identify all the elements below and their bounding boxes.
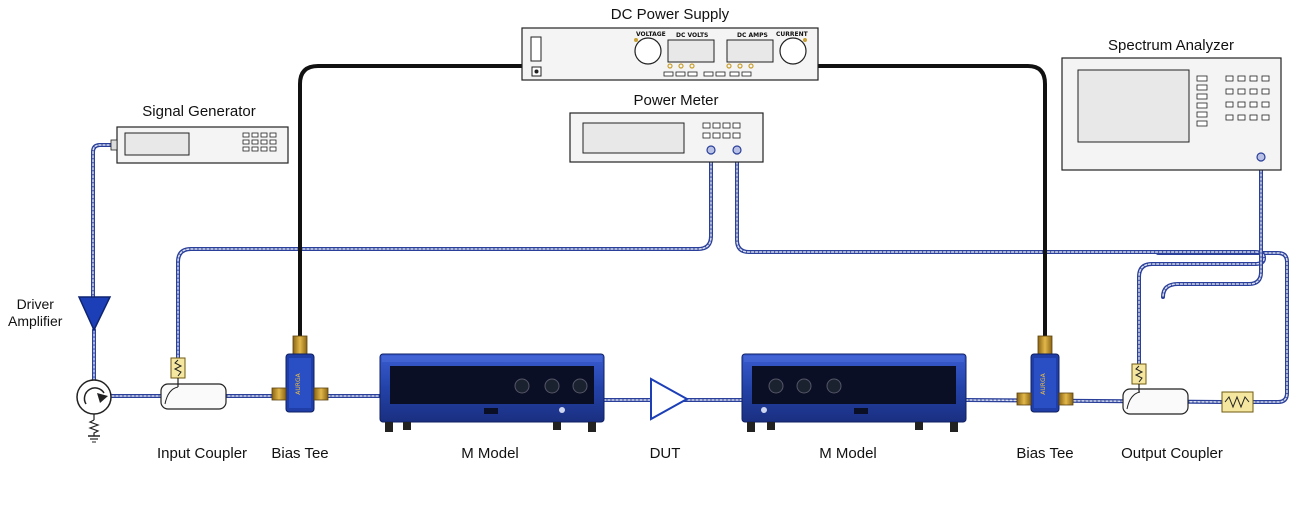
- power-meter-port-a: [706, 145, 716, 155]
- cable-siggen-to-amp: [91, 143, 119, 300]
- label-driver-amplifier: Driver Amplifier: [8, 296, 63, 329]
- power-meter-display: [582, 122, 685, 154]
- bias-tee-left-brand: AURGA: [295, 372, 302, 394]
- dut-amplifier-symbol: [650, 377, 690, 421]
- rf-cables: [91, 143, 1289, 404]
- output-load-resistor: [1221, 391, 1254, 413]
- cable-spectrum-analyzer: [1161, 156, 1263, 299]
- label-bias-tee-left: Bias Tee: [271, 445, 329, 462]
- dc-cable-left: [298, 64, 524, 342]
- bias-tee-right-brand: AURGA: [1040, 372, 1047, 394]
- label-power-meter: Power Meter: [633, 92, 719, 109]
- label-spectrum-analyzer: Spectrum Analyzer: [1108, 37, 1234, 54]
- m-model-right-window: [752, 366, 956, 404]
- psu-voltage-knob: [634, 37, 662, 65]
- dc-cables: [298, 64, 1047, 342]
- label-m-model-right: M Model: [819, 445, 877, 462]
- circulator: [76, 379, 112, 443]
- power-meter-port-b: [732, 145, 742, 155]
- power-meter: [569, 112, 764, 163]
- psu-voltage-label: VOLTAGE: [636, 31, 666, 38]
- siggen-display: [124, 132, 190, 156]
- label-signal-generator: Signal Generator: [142, 103, 256, 120]
- psu-power-switch: [530, 36, 542, 62]
- spectrum-analyzer-softkeys: [1196, 75, 1208, 127]
- bias-tee-left: AURGA: [271, 335, 329, 413]
- cable-term-to-loop: [1156, 251, 1289, 404]
- spectrum-analyzer-port: [1256, 152, 1266, 162]
- spectrum-analyzer-keypad: [1225, 75, 1270, 121]
- spectrum-analyzer: [1061, 57, 1282, 171]
- label-bias-tee-right: Bias Tee: [1016, 445, 1074, 462]
- driver-amplifier-symbol: [77, 296, 112, 332]
- psu-volts-display: [667, 39, 715, 63]
- m-model-left-window: [390, 366, 594, 404]
- label-output-coupler: Output Coupler: [1121, 445, 1223, 462]
- psu-current-label: CURRENT: [776, 31, 808, 38]
- psu-dc-volts-label: DC VOLTS: [676, 32, 709, 39]
- output-coupler: [1122, 363, 1189, 415]
- label-dc-power-supply: DC Power Supply: [610, 6, 730, 23]
- label-m-model-left: M Model: [461, 445, 519, 462]
- dc-power-supply: [521, 27, 819, 81]
- m-model-right: [741, 353, 967, 432]
- dc-cable-right: [816, 64, 1047, 342]
- circulator-termination-resistor: [88, 419, 100, 436]
- cable-powermeter-to-input-coupler: [176, 148, 713, 362]
- psu-dc-amps-label: DC AMPS: [737, 32, 768, 39]
- signal-generator: [110, 126, 289, 164]
- label-input-coupler: Input Coupler: [156, 445, 248, 462]
- label-dut: DUT: [649, 445, 681, 462]
- spectrum-analyzer-screen: [1077, 69, 1190, 143]
- power-meter-keypad: [702, 122, 741, 139]
- m-model-left: [379, 353, 605, 432]
- bias-tee-right: AURGA: [1016, 335, 1074, 413]
- psu-current-knob: [779, 37, 807, 65]
- input-coupler: [160, 357, 227, 410]
- psu-amps-display: [726, 39, 774, 63]
- cable-powermeter-to-output-coupler: [735, 148, 1266, 368]
- siggen-keypad: [242, 132, 277, 152]
